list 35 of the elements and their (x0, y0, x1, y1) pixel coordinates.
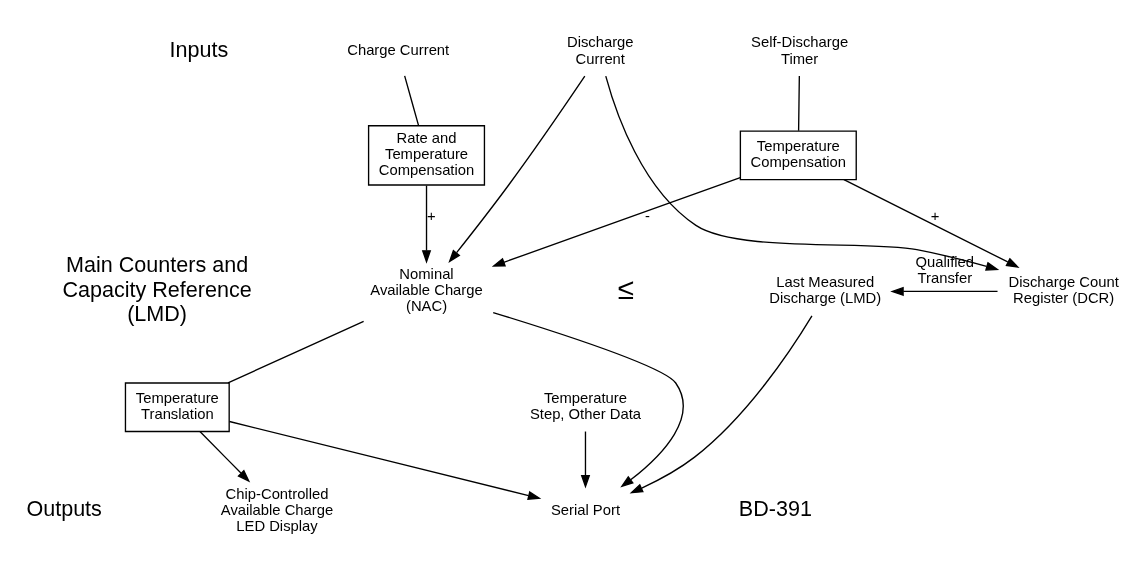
node-text: Self-Discharge Timer (751, 34, 849, 67)
connector (404, 75, 420, 127)
arrow (492, 311, 684, 488)
node-text: Charge Current (347, 42, 450, 59)
arrow (629, 315, 813, 494)
label: BD-391 (738, 496, 812, 522)
label: Main Counters and Capacity Reference (LMD) (62, 252, 252, 326)
edge-label: - (644, 208, 650, 225)
arrow (199, 430, 251, 483)
node-text: Last Measured Discharge (LMD) (769, 274, 882, 307)
node-text: Nominal Available Charge (NAC) (370, 266, 483, 315)
connector (227, 320, 365, 384)
arrow (228, 420, 542, 501)
label: Outputs (26, 496, 102, 522)
arrow (890, 286, 999, 297)
node-box: Temperature Translation (124, 382, 230, 433)
node-box: Rate and Temperature Compensation (367, 125, 486, 186)
arrow (448, 75, 586, 263)
node-box: Temperature Compensation (739, 130, 857, 181)
arrow (580, 430, 591, 489)
node-text: Temperature Step, Other Data (529, 389, 641, 423)
edge-label: Qualified Transfer (915, 253, 974, 287)
arrow (421, 184, 432, 264)
label: ≤ (617, 271, 635, 305)
label: Inputs (169, 36, 229, 62)
edge-label: + (426, 208, 436, 225)
edge-label: + (930, 208, 940, 225)
node-text: Discharge Current (566, 34, 634, 67)
arrow (605, 75, 1000, 271)
node-text: Serial Port (550, 501, 621, 518)
node-text: Chip-Controlled Available Charge LED Display (220, 485, 334, 534)
arrow (843, 178, 1020, 268)
arrow (491, 176, 741, 267)
connector (797, 75, 800, 132)
node-text: Discharge Count Register (DCR) (1008, 274, 1119, 307)
